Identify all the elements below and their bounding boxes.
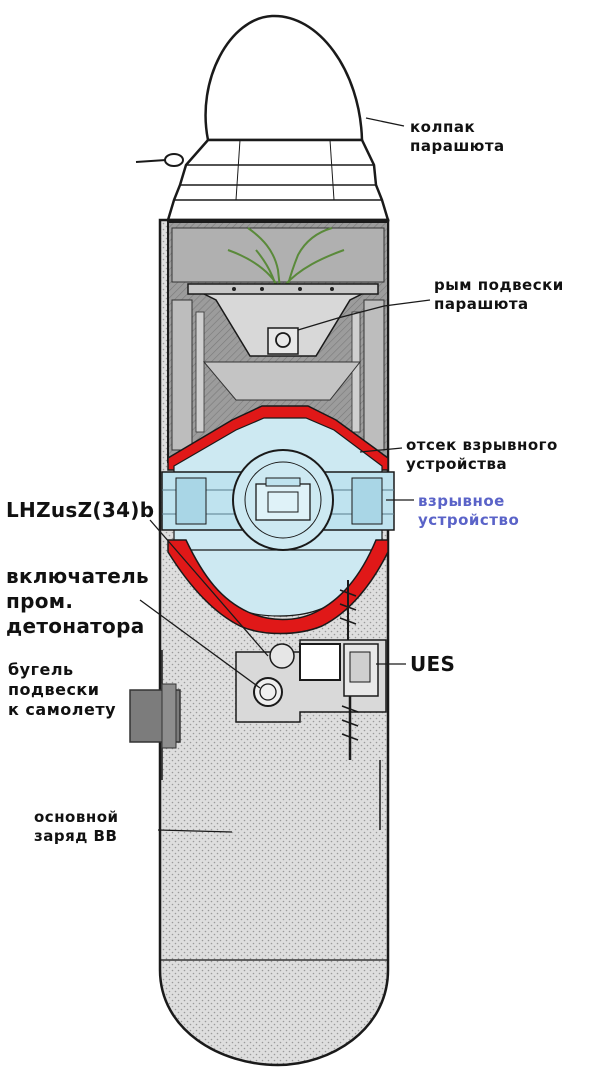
label-ues: UES: [410, 652, 456, 676]
suspension-eyebolt: [275, 332, 291, 348]
parachute-cap-dome: [204, 14, 364, 142]
detonator-switch: [253, 677, 283, 707]
device-compartment-bottom-liner: [167, 539, 389, 635]
leader-lines: [139, 117, 431, 833]
release-ring: [164, 153, 184, 167]
ues-unit: [299, 643, 341, 681]
parachute-cap-skirt: [166, 138, 390, 222]
label-lhzusz: LHZusZ(34)b: [6, 498, 155, 522]
parachute-pack: [171, 227, 385, 283]
